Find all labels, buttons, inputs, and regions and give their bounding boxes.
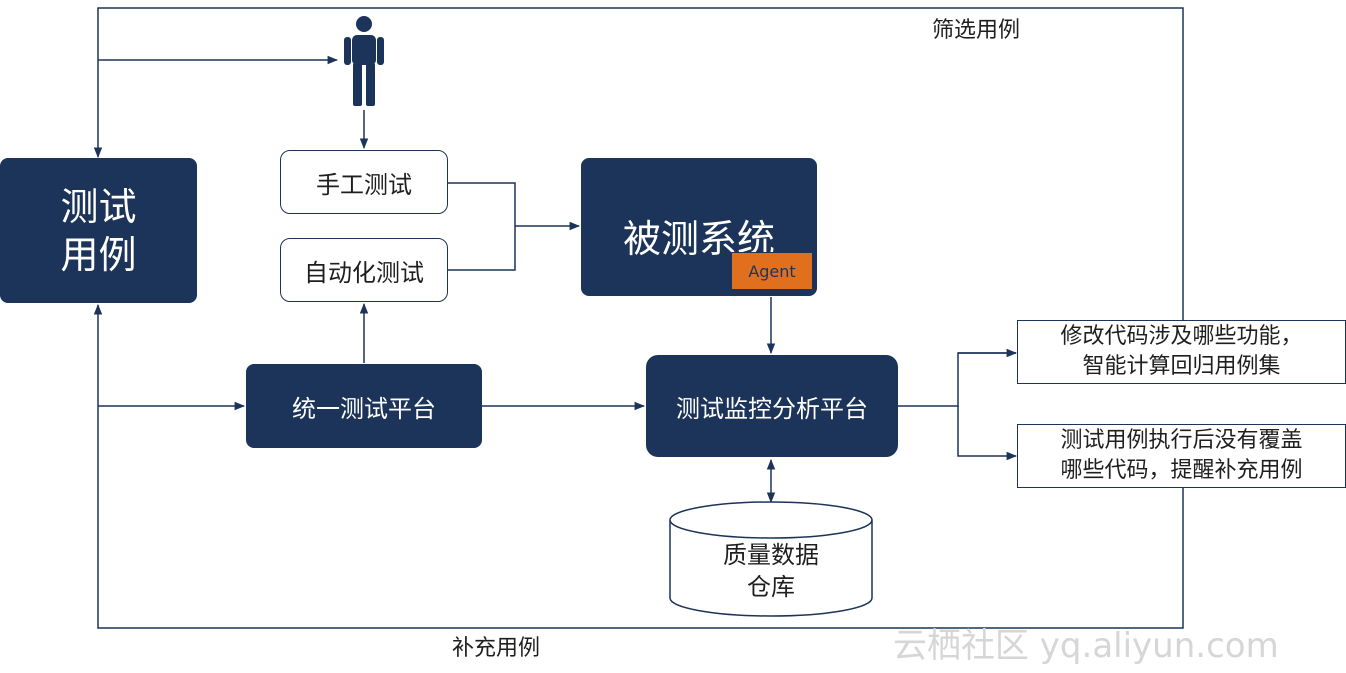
quality-db-label: 质量数据 仓库 xyxy=(670,535,872,607)
coverage-note-box: 测试用例执行后没有覆盖 哪些代码，提醒补充用例 xyxy=(1017,424,1346,488)
manual-to-system-line xyxy=(448,182,516,271)
test-cases-line1: 测试 xyxy=(60,184,137,229)
to-coverage-note-arrow xyxy=(957,406,1018,461)
unified-platform-box: 统一测试平台 xyxy=(246,364,482,448)
quality-db-line1: 质量数据 xyxy=(723,541,819,569)
test-cases-line2: 用例 xyxy=(60,232,137,277)
filter-loop-line xyxy=(93,7,1184,320)
quality-db-cylinder xyxy=(669,501,873,617)
auto-test-box: 自动化测试 xyxy=(280,238,448,302)
regression-note-line1: 修改代码涉及哪些功能， xyxy=(1060,324,1303,349)
monitor-to-notes-line xyxy=(898,352,1016,407)
regression-note-line2: 智能计算回归用例集 xyxy=(1082,354,1281,379)
auto-test-label: 自动化测试 xyxy=(304,258,424,287)
monitor-platform-label: 测试监控分析平台 xyxy=(676,394,868,423)
coverage-note-line1: 测试用例执行后没有覆盖 xyxy=(1060,428,1303,453)
coverage-note-line2: 哪些代码，提醒补充用例 xyxy=(1060,458,1303,483)
manual-test-label: 手工测试 xyxy=(316,170,412,199)
unified-platform-label: 统一测试平台 xyxy=(292,394,436,423)
filter-cases-label: 筛选用例 xyxy=(932,18,1021,43)
supplement-loop-line xyxy=(93,303,1184,629)
quality-db-line2: 仓库 xyxy=(747,573,795,601)
supplement-cases-label: 补充用例 xyxy=(452,636,541,661)
monitor-platform-box: 测试监控分析平台 xyxy=(646,355,898,457)
watermark: 云栖社区 yq.aliyun.com xyxy=(893,626,1279,666)
agent-label: Agent xyxy=(748,261,796,281)
test-cases-box: 测试 用例 xyxy=(0,158,197,303)
person-icon xyxy=(344,16,384,106)
agent-tag: Agent xyxy=(731,252,813,290)
manual-test-box: 手工测试 xyxy=(280,150,448,214)
regression-note-box: 修改代码涉及哪些功能， 智能计算回归用例集 xyxy=(1017,320,1346,384)
